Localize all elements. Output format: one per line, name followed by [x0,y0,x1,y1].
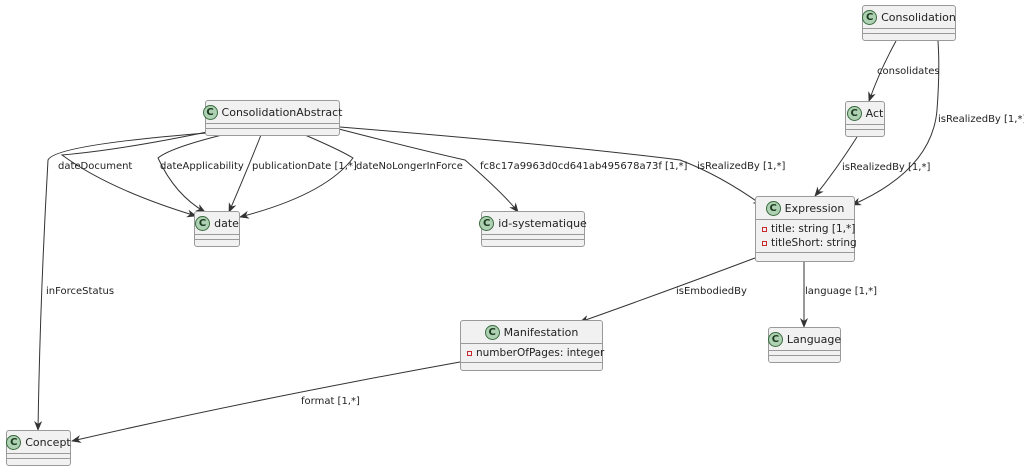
class-icon: C [862,9,878,25]
class-icon: C [765,200,781,216]
class-name: Expression [784,201,845,215]
edge-abstract-isrealizedby [339,126,763,206]
edge-label-hash: fc8c17a9963d0cd641ab495678a73f [1,*] [480,161,688,172]
edge-label-inforcestatus: inForceStatus [46,286,115,297]
edge-hash [334,127,519,213]
edge-dateapplicability [157,134,223,213]
class-icon: C [846,105,862,121]
edge-label-consolidates: consolidates [877,66,940,77]
edge-consolidates [868,40,897,102]
attribute-row: numberOfPages: integer [467,346,604,360]
class-name: Manifestation [503,325,579,339]
class-name: Language [786,332,842,346]
edge-label-language: language [1,*] [805,286,878,297]
attribute-row: title: string [1,*] [762,222,855,236]
attribute-row: titleShort: string [762,236,857,250]
private-visibility-icon [762,240,767,246]
class-icon: C [195,215,211,231]
class-name: id-systematique [498,216,587,230]
edge-publicationdate [228,134,262,213]
edge-label-abstract-isrealizedby: isRealizedBy [1,*] [697,161,786,172]
edge-label-act-isrealizedby: isRealizedBy [1,*] [842,162,931,173]
class-name: date [214,216,239,230]
class-icon: C [202,104,218,120]
edge-act-isrealizedby [814,136,858,197]
edge-label-consolidation-isrealizedby: isRealizedBy [1,*] [938,114,1024,125]
private-visibility-icon [762,226,767,232]
class-icon: C [479,215,495,231]
edge-label-publicationdate: publicationDate [1,*] [252,161,357,172]
edge-consolidation-isrealizedby [851,40,940,206]
edge-inforcestatus [34,132,208,431]
class-icon: C [6,434,22,450]
edge-label-format: format [1,*] [301,396,360,407]
edge-isembodiedby [579,257,756,323]
edge-format [71,361,461,443]
edge-label-datedocument: dateDocument [58,161,133,172]
class-name: Act [865,106,884,120]
edge-label-dateapplicability: dateApplicability [160,161,244,172]
private-visibility-icon [467,350,472,356]
edge-datedocument [60,131,208,218]
edge-label-isembodiedby: isEmbodiedBy [676,286,747,297]
class-name: Consolidation [881,10,956,24]
class-icon: C [767,331,783,347]
edge-datenolongerinforce [239,134,354,219]
class-name: ConsolidationAbstract [221,105,343,119]
class-name: Concept [25,435,71,449]
class-icon: C [484,324,500,340]
edge-label-datenolongerinforce: dateNoLongerInForce [356,161,463,172]
